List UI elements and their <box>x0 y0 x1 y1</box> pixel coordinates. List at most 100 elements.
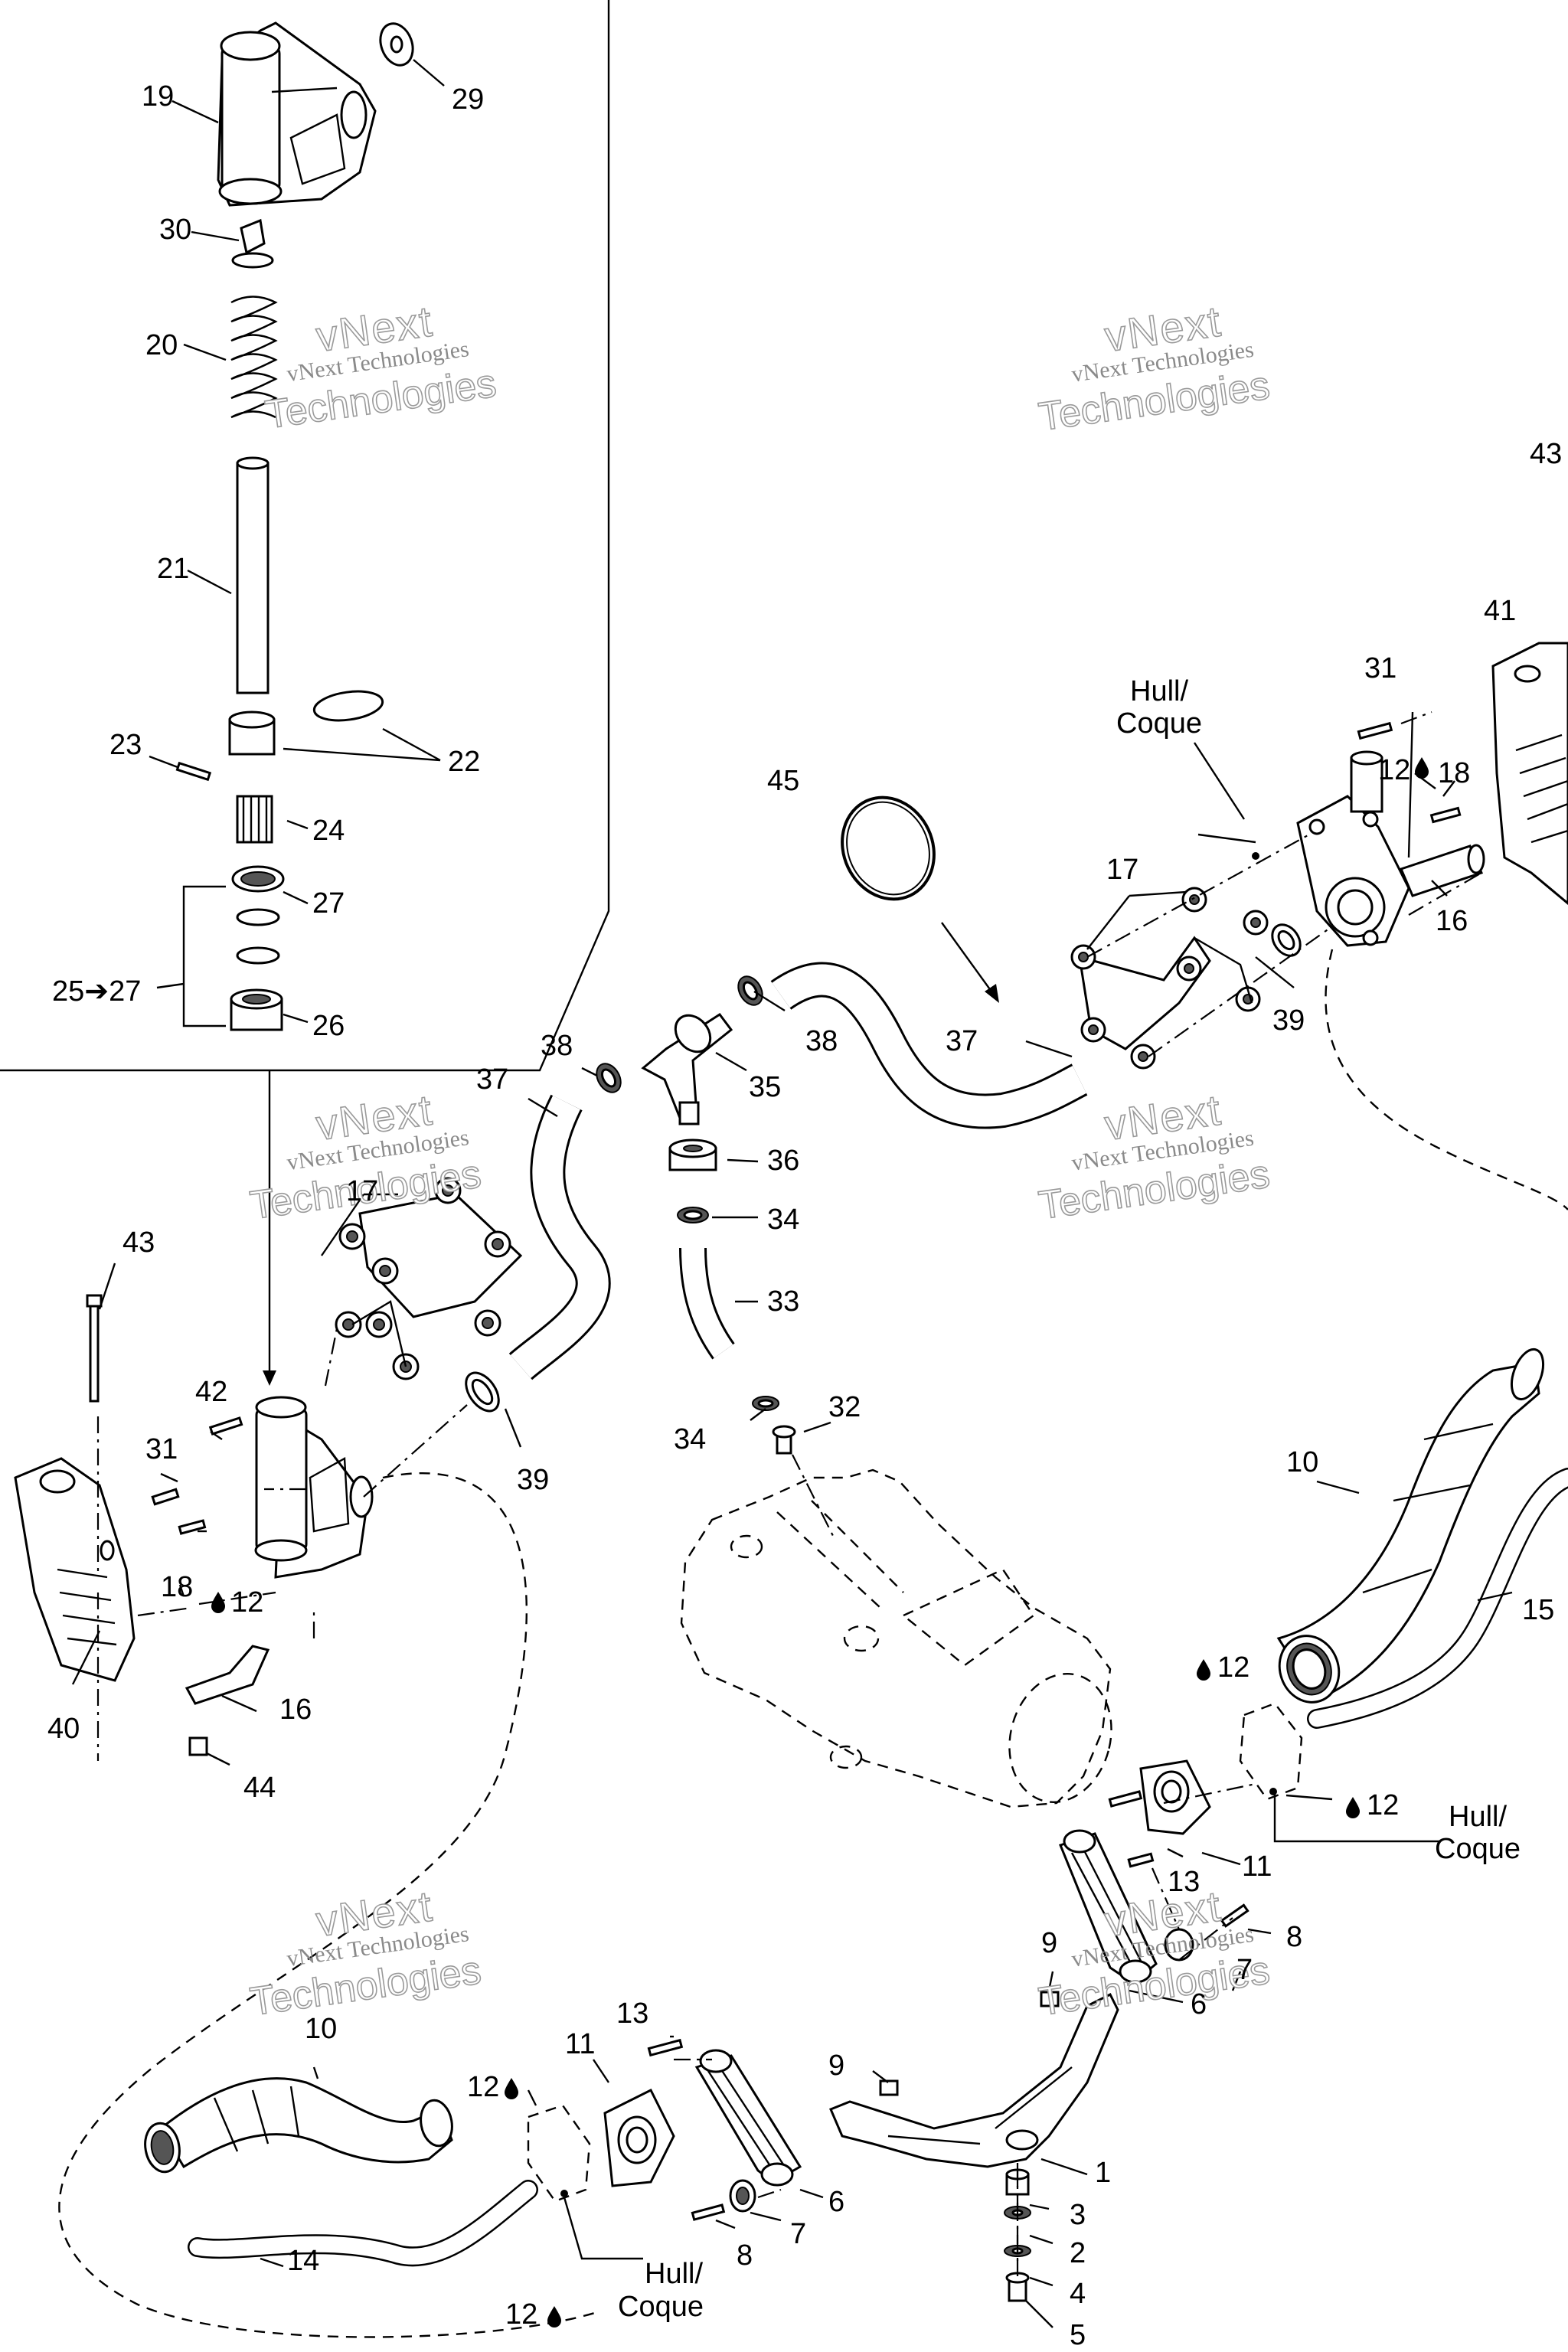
part-22-collar <box>228 690 384 756</box>
callout-31-top: 31 <box>1364 652 1396 684</box>
part-19-housing <box>217 21 377 207</box>
callout-40: 40 <box>47 1713 80 1745</box>
callout-7-left: 7 <box>790 2218 806 2250</box>
left-link-bits <box>674 2058 782 2221</box>
part-39-seal-left <box>465 1371 500 1413</box>
part-40-cover <box>14 1457 136 1682</box>
callout-24: 24 <box>312 815 345 847</box>
callout-12-left-upper: 12 <box>467 2071 499 2103</box>
callout-41: 41 <box>1484 595 1516 627</box>
part-39-seal-right <box>1271 923 1302 957</box>
callout-14: 14 <box>287 2245 319 2277</box>
callout-18-left: 18 <box>161 1571 193 1603</box>
hull-note-line1: Hull/ <box>1130 675 1188 707</box>
part-20-spring <box>230 252 278 419</box>
part-30-pin <box>240 218 266 255</box>
part-37-hose-right <box>770 962 1088 1129</box>
hull-note-line2: Coque <box>618 2291 704 2323</box>
callout-19: 19 <box>142 80 174 113</box>
part-6-arm-right <box>1059 1829 1158 1984</box>
callout-45: 45 <box>767 765 799 797</box>
callout-20: 20 <box>145 329 178 361</box>
part-26-nut <box>230 988 283 1031</box>
callout-38-right: 38 <box>805 1025 838 1057</box>
part-6-arm-left <box>694 2049 802 2187</box>
callout-4: 4 <box>1070 2278 1086 2310</box>
callout-43-top: 43 <box>1530 438 1562 470</box>
pivot-stack <box>1004 2163 1031 2302</box>
part-15-tube <box>1307 1468 1568 1729</box>
callout-12-left: 12 <box>231 1586 263 1619</box>
part-9-nuts <box>879 1991 1060 2096</box>
part-34-clamp-b <box>752 1396 779 1411</box>
part-27-bearing <box>231 865 285 965</box>
callout-5: 5 <box>1070 2319 1086 2351</box>
callout-12-top: 12 <box>1378 754 1410 786</box>
part-19-housing-lower <box>254 1396 374 1579</box>
callout-12-right-lower: 12 <box>1367 1789 1399 1821</box>
callout-44: 44 <box>243 1772 276 1804</box>
callout-1: 1 <box>1095 2157 1111 2189</box>
part-36-grommet <box>668 1138 717 1171</box>
hull-note-line1: Hull/ <box>1449 1801 1507 1833</box>
small-fasteners-left <box>151 1416 270 1756</box>
callout-31-left: 31 <box>145 1433 178 1465</box>
callout-23: 23 <box>109 729 142 761</box>
part-16-sleeve-right <box>1399 844 1485 897</box>
callout-13-left: 13 <box>616 1998 648 2030</box>
part-19-housing-right <box>1296 750 1410 947</box>
callout-37-right: 37 <box>946 1025 978 1057</box>
watermark-group: vNext vNext Technologies Technologies <box>262 296 499 439</box>
part-23-pin <box>175 761 212 782</box>
callout-6-right: 6 <box>1191 1988 1207 2020</box>
callout-10-left: 10 <box>305 2013 337 2045</box>
callout-labels: 19 29 30 20 21 23 22 24 27 25➔27 26 43 4… <box>47 80 1562 2351</box>
callout-8-left: 8 <box>737 2239 753 2272</box>
callout-17-left: 17 <box>346 1175 378 1207</box>
part-29-washer <box>379 22 414 67</box>
callout-38-left: 38 <box>541 1030 573 1062</box>
callout-39-top: 39 <box>1272 1004 1305 1037</box>
part-34-clamp <box>677 1207 709 1223</box>
part-1-lever <box>829 1992 1119 2168</box>
callout-30: 30 <box>159 214 191 246</box>
callout-29: 29 <box>452 83 484 116</box>
callout-22: 22 <box>448 746 480 778</box>
callout-8-right: 8 <box>1286 1921 1302 1953</box>
part-43-bolt-left <box>86 1294 103 1403</box>
callout-13-right: 13 <box>1168 1866 1200 1898</box>
part-10-elbow-right <box>1276 1348 1545 1704</box>
callout-16-top: 16 <box>1436 905 1468 937</box>
hull-note-right: Hull/ Coque <box>1435 1801 1521 1865</box>
callout-18-top: 18 <box>1438 757 1470 789</box>
callout-9-right: 9 <box>1041 1927 1057 1959</box>
callout-6-left: 6 <box>828 2186 844 2218</box>
part-12-gasket-left <box>527 2104 591 2203</box>
callout-25-27: 25➔27 <box>52 975 141 1008</box>
hull-note-bottom: Hull/ Coque <box>618 2258 704 2323</box>
watermark-group: vNext vNext Technologies Technologies <box>247 1881 484 2025</box>
callout-10-right: 10 <box>1286 1446 1318 1478</box>
part-21-shaft <box>236 456 270 694</box>
callout-26: 26 <box>312 1010 345 1042</box>
part-41-cover <box>1491 642 1568 905</box>
leader-lines <box>71 711 1513 2328</box>
small-fasteners-right <box>1357 721 1462 824</box>
callout-27: 27 <box>312 887 345 920</box>
callout-37-left: 37 <box>476 1063 508 1096</box>
part-11-flange-right <box>1108 1759 1211 1835</box>
hull-note-line2: Coque <box>1435 1833 1521 1865</box>
part-17-lever-right <box>1070 887 1269 1070</box>
watermark-group: vNext vNext Technologies Technologies <box>1035 1881 1272 2025</box>
pump-housing-outline <box>680 1425 1112 1808</box>
part-24-gear <box>236 795 273 844</box>
callout-12-left-lower: 12 <box>505 2298 537 2331</box>
callout-3: 3 <box>1070 2199 1086 2231</box>
callout-34-top: 34 <box>767 1204 799 1236</box>
left-dashed-links <box>58 1328 598 2338</box>
hull-note-line1: Hull/ <box>645 2258 703 2290</box>
callout-12-right-upper: 12 <box>1217 1651 1250 1684</box>
callout-34-lower: 34 <box>674 1423 706 1455</box>
callout-39-left: 39 <box>517 1464 549 1496</box>
callout-9-left: 9 <box>828 2050 844 2082</box>
